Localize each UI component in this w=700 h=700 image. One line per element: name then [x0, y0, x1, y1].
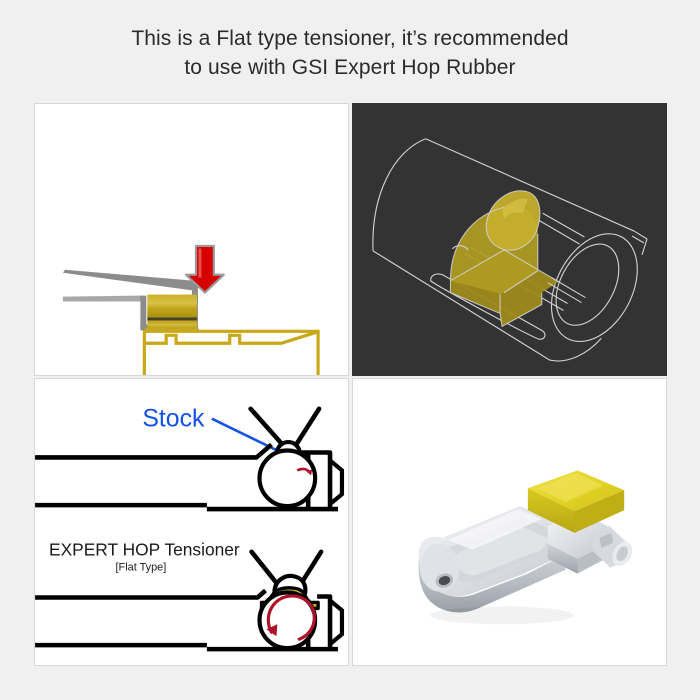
stock-bb-icon — [257, 448, 318, 509]
wireframe-barrel-diagram — [353, 104, 666, 375]
expert-hop-subtitle: [Flat Type] — [116, 562, 167, 574]
yellow-flat-pad-icon — [527, 470, 625, 533]
page-title: This is a Flat type tensioner, it’s reco… — [0, 24, 700, 82]
stock-nub-arms — [248, 406, 322, 448]
tensioner-block-icon — [145, 294, 199, 333]
expert-hop-title: EXPERT HOP Tensioner — [49, 540, 240, 560]
cross-section-diagram — [62, 244, 320, 375]
expert-spin-arrowhead — [266, 624, 278, 637]
stock-diagram: Stock — [35, 406, 345, 512]
panel-product-photo — [352, 378, 667, 666]
stock-label: Stock — [142, 406, 205, 433]
panel-wireframe-barrel — [352, 103, 667, 376]
headline-line-1: This is a Flat type tensioner, it’s reco… — [131, 27, 569, 50]
product-shadow — [430, 606, 574, 625]
chamber-outline-icon — [142, 329, 320, 375]
stock-spin-arrowhead — [306, 469, 313, 476]
panel-grid: Stock — [34, 103, 667, 666]
panel-comparison: Stock — [34, 378, 349, 666]
tensioner-product-render — [418, 470, 633, 625]
expert-chamber-bevel — [328, 598, 345, 646]
stock-chamber-bevel — [328, 458, 345, 506]
headline-line-2: to use with GSI Expert Hop Rubber — [184, 56, 516, 79]
expert-spin-arrow — [266, 594, 316, 641]
panel-cross-section-press — [34, 103, 349, 376]
expert-hop-diagram: EXPERT HOP Tensioner [Flat Type] — [35, 540, 345, 652]
comparison-diagram: Stock — [35, 406, 345, 652]
tensioner-body-icon — [418, 506, 580, 613]
pivot-pin-icon — [592, 525, 633, 568]
hop-clip-icon — [449, 190, 559, 328]
clip-tab-wires — [451, 245, 586, 304]
press-arrow-icon — [184, 244, 225, 294]
